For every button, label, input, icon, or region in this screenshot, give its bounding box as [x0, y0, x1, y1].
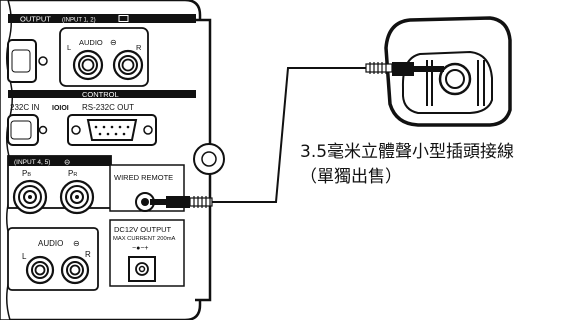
pr-label: PR — [68, 169, 77, 178]
mounting-hole — [193, 143, 225, 175]
pb-jack — [12, 179, 48, 215]
audio-input-right-label: R — [85, 250, 91, 259]
serial-link-icon: IOIOI — [52, 105, 69, 112]
audio-left-jack-bottom — [25, 255, 55, 285]
audio-right-jack-bottom — [60, 255, 90, 285]
control-header-bar — [8, 90, 196, 98]
input-45-header-bar — [8, 156, 111, 166]
audio-left-label: L — [67, 43, 71, 52]
output-inputs-label: (INPUT 1, 2) — [62, 18, 96, 24]
audio-left-jack-top — [72, 49, 104, 81]
dc-output-jack — [128, 256, 156, 282]
wired-remote-label: WIRED REMOTE — [114, 173, 173, 182]
stereo-mini-plug-remote — [365, 62, 444, 76]
audio-right-jack-top — [112, 49, 144, 81]
dc-output-label: DC12V OUTPUT — [114, 225, 172, 234]
control-header-label: CONTROL — [82, 90, 119, 99]
monitor-icon — [118, 15, 129, 22]
audio-output-label: AUDIO — [79, 38, 103, 47]
wired-remote-jack — [135, 192, 155, 212]
pb-label: PB — [22, 169, 31, 178]
vga-output-port — [7, 39, 48, 83]
output-header-label: OUTPUT — [20, 15, 51, 24]
input-45-header-label: (INPUT 4, 5) — [14, 159, 50, 166]
audio-input-left-label: L — [22, 252, 27, 261]
rs232c-out-label: RS-232C OUT — [82, 103, 134, 112]
remote-controller-device — [384, 16, 512, 127]
output-header-bar — [8, 14, 196, 23]
dc-current-label: MAX CURRENT 200mA — [113, 236, 176, 242]
rs232c-out-port — [67, 114, 157, 146]
cable-caption-line2: （單獨出售） — [300, 167, 402, 187]
audio-in-icon: ⊖ — [73, 239, 80, 248]
stereo-cable — [212, 67, 366, 203]
audio-right-label: R — [136, 43, 142, 52]
rs232c-in-label: 232C IN — [10, 103, 40, 112]
dc-polarity-icon: −●−+ — [132, 245, 149, 252]
input-45-icon: ⊖ — [64, 158, 70, 167]
stereo-mini-plug-panel — [150, 196, 213, 208]
audio-input-label: AUDIO — [38, 239, 63, 248]
cable-caption-line1: 3.5毫米立體聲小型插頭接線 — [300, 142, 514, 162]
audio-out-icon: ⊖ — [110, 38, 117, 47]
rs232c-in-port — [7, 114, 48, 146]
pr-jack — [59, 179, 95, 215]
